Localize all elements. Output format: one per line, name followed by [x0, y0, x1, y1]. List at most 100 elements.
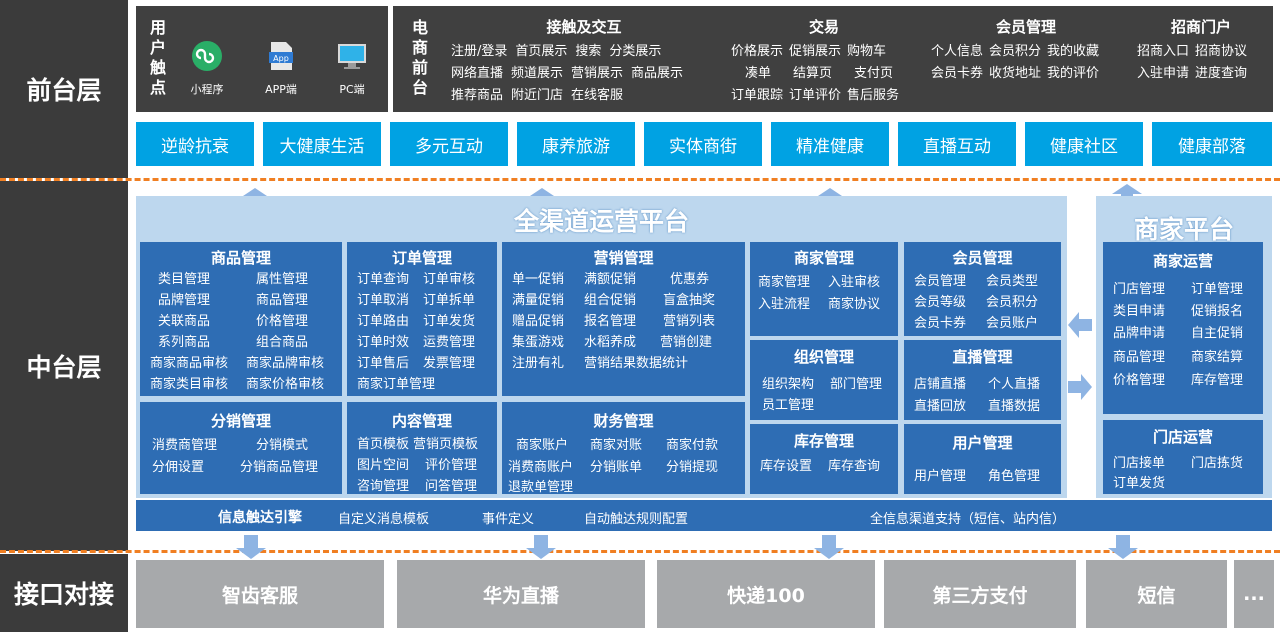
scene-button[interactable]: 逆龄抗衰	[136, 122, 254, 166]
module-item: 自主促销	[1191, 326, 1244, 341]
module-marketing[interactable]: 营销管理 单一促销 满额促销 优惠券 满量促销 组合促销 盲盒抽奖 赠品促销 报…	[502, 242, 745, 396]
module-item: 库存管理	[1191, 373, 1244, 388]
module-title: 商品管理	[210, 249, 271, 267]
ecommerce-feature: 收货地址	[989, 66, 1042, 81]
scene-button[interactable]: 多元互动	[390, 122, 508, 166]
module-item: 组织架构	[762, 377, 815, 392]
module-item: 组合促销	[584, 293, 637, 308]
interface-box-more[interactable]: ...	[1234, 560, 1274, 628]
ecommerce-feature: 入驻申请	[1137, 66, 1190, 81]
module-item: 商家协议	[828, 297, 881, 312]
module-title: 内容管理	[391, 412, 452, 430]
module-item: 注册有礼	[512, 356, 565, 371]
module-user[interactable]: 用户管理 用户管理 角色管理	[904, 424, 1061, 494]
scene-button[interactable]: 大健康生活	[263, 122, 381, 166]
module-goods[interactable]: 商品管理 类目管理 属性管理 品牌管理 商品管理 关联商品 价格管理 系列商品 …	[140, 242, 342, 396]
module-item: 盲盒抽奖	[663, 293, 716, 308]
scene-button[interactable]: 实体商街	[644, 122, 762, 166]
module-item: 订单审核	[423, 272, 476, 287]
module-item: 价格管理	[256, 314, 309, 329]
module-item: 分佣设置	[152, 460, 205, 475]
scene-button[interactable]: 精准健康	[771, 122, 889, 166]
module-item: 直播数据	[988, 399, 1041, 414]
module-distribution[interactable]: 分销管理 消费商管理 分销模式 分佣设置 分销商品管理	[140, 402, 342, 494]
module-item: 会员账户	[986, 316, 1039, 331]
arrow-down-icon	[814, 535, 844, 559]
interface-box[interactable]: 智齿客服	[136, 560, 384, 628]
touchpoints-box: 用户触点 小程序 App APP端 PC端	[136, 6, 388, 112]
info-engine-item: 自定义消息模板	[338, 512, 430, 527]
module-item: 分销提现	[666, 460, 719, 475]
ecommerce-group-row: 个人信息 会员积分 我的收藏	[931, 40, 1099, 59]
ecommerce-group-row: 凑单 结算页 支付页	[745, 62, 893, 81]
touchpoint-label: PC端	[339, 83, 365, 96]
module-item: 系列商品	[158, 335, 211, 350]
module-merchant-ops[interactable]: 商家运营 门店管理 订单管理 类目申请 促销报名 品牌申请 自主促销 商品管理 …	[1103, 242, 1263, 414]
module-item: 满量促销	[512, 293, 565, 308]
ecommerce-group-title: 会员管理	[995, 18, 1056, 36]
info-engine-item: 自动触达规则配置	[584, 512, 689, 527]
module-finance[interactable]: 财务管理 商家账户 商家对账 商家付款 消费商账户 分销账单 分销提现 退款单管…	[502, 402, 745, 495]
module-item: 部门管理	[830, 377, 883, 392]
module-item: 组合商品	[256, 335, 309, 350]
module-item: 商家付款	[666, 438, 719, 453]
interface-box[interactable]: 短信	[1086, 560, 1227, 628]
ecommerce-feature: 订单跟踪	[731, 88, 784, 103]
ecommerce-group-row: 注册/登录 首页展示 搜索 分类展示	[451, 40, 661, 59]
module-store-ops[interactable]: 门店运营 门店接单 门店拣货 订单发货	[1103, 420, 1263, 494]
module-item: 图片空间	[357, 458, 410, 473]
module-item: 赠品促销	[512, 314, 565, 329]
module-stock[interactable]: 库存管理 库存设置 库存查询	[750, 424, 898, 494]
ecommerce-group-title: 招商门户	[1170, 18, 1231, 36]
scene-button[interactable]: 健康部落	[1152, 122, 1272, 166]
module-merchant[interactable]: 商家管理 商家管理 入驻审核 入驻流程 商家协议	[750, 242, 898, 336]
module-item: 会员管理	[914, 274, 967, 289]
module-org[interactable]: 组织管理 组织架构 部门管理 员工管理	[750, 340, 898, 420]
module-title: 库存管理	[793, 432, 854, 450]
info-engine-bar[interactable]: 信息触达引擎 自定义消息模板 事件定义 自动触达规则配置 全信息渠道支持（短信、…	[136, 500, 1272, 531]
info-engine-title: 信息触达引擎	[218, 510, 302, 526]
arrow-down-icon	[526, 535, 556, 559]
module-item: 退款单管理	[508, 480, 574, 495]
ecommerce-feature: 注册/登录	[451, 44, 508, 59]
module-item: 商家价格审核	[246, 377, 325, 392]
module-item: 员工管理	[762, 398, 815, 413]
interface-box[interactable]: 第三方支付	[884, 560, 1076, 628]
ecommerce-group-row: 招商入口 招商协议	[1137, 40, 1247, 59]
module-item: 角色管理	[988, 469, 1041, 484]
module-live[interactable]: 直播管理 店铺直播 个人直播 直播回放 直播数据	[904, 340, 1061, 420]
module-content[interactable]: 内容管理 首页模板 营销页模板 图片空间 评价管理 咨询管理 问答管理	[347, 402, 497, 494]
module-item: 满额促销	[584, 272, 637, 287]
interface-box[interactable]: 华为直播	[397, 560, 645, 628]
arrow-right-icon	[1068, 374, 1092, 400]
ecommerce-feature: 网络直播	[451, 66, 504, 81]
scene-button[interactable]: 直播互动	[898, 122, 1016, 166]
ecommerce-feature: 招商协议	[1195, 44, 1248, 59]
module-member[interactable]: 会员管理 会员管理 会员类型 会员等级 会员积分 会员卡券 会员账户	[904, 242, 1061, 336]
module-item: 类目申请	[1113, 304, 1166, 319]
module-item: 水稻养成	[584, 335, 637, 350]
layer-label-middle: 中台层	[0, 181, 128, 551]
module-order[interactable]: 订单管理 订单查询 订单审核 订单取消 订单拆单 订单路由 订单发货 订单时效 …	[347, 242, 497, 396]
module-item: 用户管理	[914, 469, 967, 484]
module-item: 报名管理	[584, 314, 637, 329]
module-item: 店铺直播	[914, 377, 967, 392]
module-item: 商家对账	[590, 438, 643, 453]
module-item: 订单取消	[357, 293, 410, 308]
module-item: 营销创建	[660, 335, 713, 350]
scene-button[interactable]: 康养旅游	[517, 122, 635, 166]
module-item: 商家订单管理	[357, 377, 436, 392]
ecommerce-group-title: 接触及交互	[546, 18, 622, 36]
module-title: 财务管理	[593, 412, 654, 430]
merchant-platform: 商家平台 商家运营 门店管理 订单管理 类目申请 促销报名 品牌申请 自主促销 …	[1096, 196, 1272, 498]
module-item: 消费商账户	[508, 460, 574, 475]
scene-button[interactable]: 健康社区	[1025, 122, 1143, 166]
omni-platform-title: 全渠道运营平台	[513, 207, 689, 236]
module-item: 订单路由	[357, 314, 410, 329]
module-title: 会员管理	[952, 249, 1013, 267]
ecommerce-group-row: 价格展示 促销展示 购物车	[731, 40, 886, 59]
separator-bottom	[0, 550, 1280, 553]
module-title: 商家运营	[1152, 252, 1213, 270]
interface-box[interactable]: 快递100	[657, 560, 875, 628]
module-item: 会员卡券	[914, 316, 967, 331]
